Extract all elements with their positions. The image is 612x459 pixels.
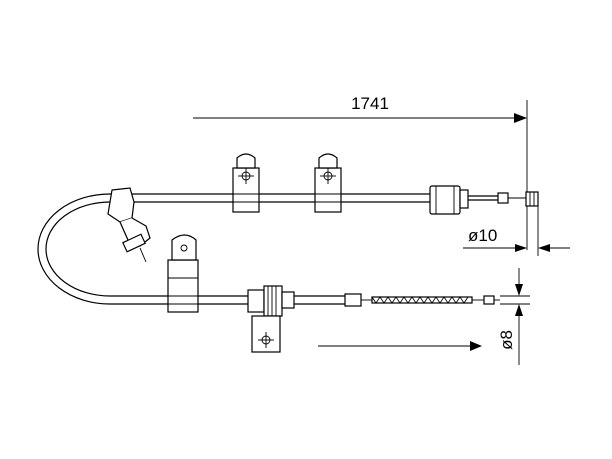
hanging-clip (107, 187, 151, 263)
lower-bracket (167, 234, 199, 313)
upper-bracket-right (314, 153, 342, 213)
upper-end-fitting (429, 185, 539, 215)
upper-bracket-left (232, 153, 260, 213)
overall-length-label: 1741 (351, 94, 389, 113)
diameter-outer-label: ø10 (468, 226, 497, 245)
lower-inner-cable (294, 293, 500, 307)
upper-cable (37, 193, 430, 305)
diameter-outer-dimension: ø10 (463, 206, 570, 256)
diameter-inner-dimension: ø8 (318, 268, 530, 365)
lower-grommet-bracket (247, 285, 295, 353)
overall-length-dimension: 1741 (193, 94, 528, 250)
diameter-inner-label: ø8 (497, 330, 516, 350)
